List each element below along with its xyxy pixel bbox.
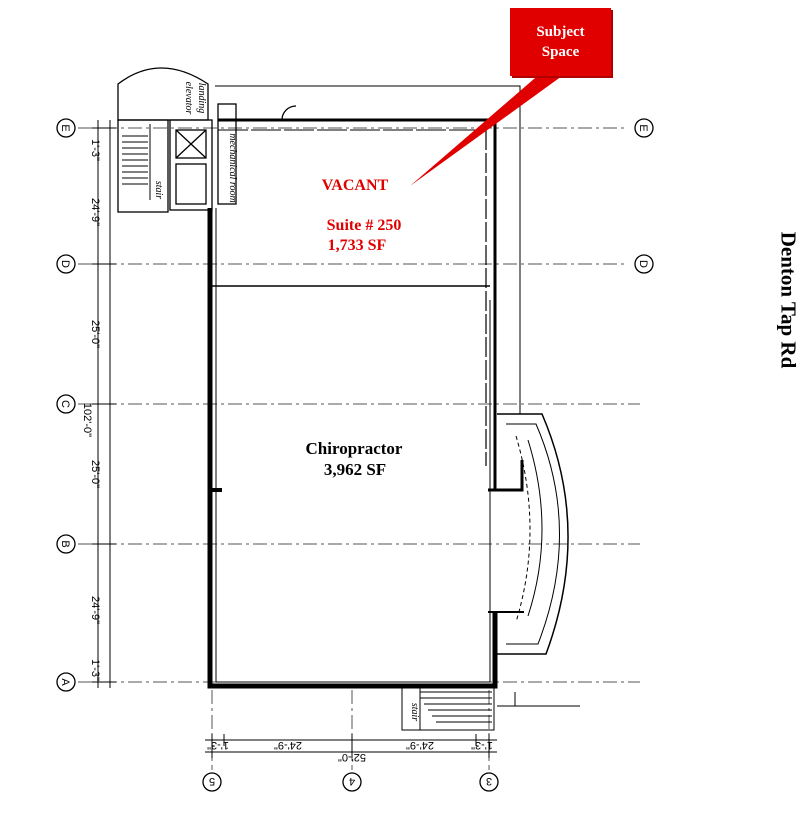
- callout-pointer: [410, 72, 562, 186]
- grid-label-4: 4: [349, 775, 355, 787]
- grid-bubble-e-right: [634, 118, 654, 138]
- suite-number: Suite # 250: [327, 217, 402, 234]
- dim-v-total: 102'-0": [81, 403, 93, 437]
- grid-lines: [78, 127, 640, 770]
- dim-h-1: 1'-3": [207, 739, 229, 751]
- grid-bubble-b: [56, 534, 76, 554]
- callout-line-2: Space: [541, 44, 580, 60]
- dim-v-6: 1'-3": [89, 659, 101, 681]
- tenant-area: 3,962 SF: [324, 460, 386, 479]
- stair-label-upper: stair: [153, 181, 164, 199]
- dim-v-1: 1'-3": [89, 139, 101, 161]
- callout-line-1: Subject: [536, 24, 585, 40]
- stair-treads-upper: [122, 124, 151, 200]
- site-outline: [215, 85, 580, 707]
- vertical-dimension-string: [92, 120, 116, 688]
- dim-h-2: 24'-9": [274, 739, 302, 751]
- grid-bubble-a: [56, 672, 76, 692]
- elevator-label: elevator: [183, 82, 194, 115]
- grid-bubbles: [56, 118, 654, 792]
- grid-label-d-right: D: [637, 260, 649, 268]
- grid-bubble-5: [202, 772, 222, 792]
- grid-bubble-c: [56, 394, 76, 414]
- grid-label-5: 5: [209, 775, 215, 787]
- grid-label-a: A: [59, 678, 71, 686]
- exterior-walls: [207, 118, 524, 689]
- subject-space-callout: Subject Space: [510, 8, 611, 76]
- landing-label: landing: [196, 83, 207, 114]
- dim-v-4: 25'-0": [89, 460, 101, 488]
- curved-entry: [497, 413, 569, 655]
- grid-bubble-d: [56, 254, 76, 274]
- grid-bubble-e: [56, 118, 76, 138]
- grid-label-b: B: [59, 540, 71, 547]
- dim-h-4: 1'-3": [471, 739, 493, 751]
- stair-label-lower: stair: [409, 703, 420, 721]
- grid-bubble-3: [479, 772, 499, 792]
- dim-v-3: 25'-0": [89, 320, 101, 348]
- suite-area: 1,733 SF: [328, 237, 387, 254]
- dim-v-5: 24'-9": [89, 596, 101, 624]
- stair-treads-lower: [401, 687, 495, 731]
- mechanical-room-label: mechanical room: [227, 133, 238, 202]
- street-label: Denton Tap Rd: [776, 231, 801, 369]
- tenant-name: Chiropractor: [306, 439, 403, 458]
- grid-label-c: C: [59, 400, 71, 408]
- dim-h-total: 52'-0": [338, 751, 366, 763]
- grid-bubble-d-right: [634, 254, 654, 274]
- dim-v-2: 24'-9": [89, 198, 101, 226]
- horizontal-dimension-string: [205, 734, 497, 758]
- grid-label-e: E: [59, 124, 71, 131]
- grid-label-3: 3: [486, 775, 492, 787]
- grid-label-e-right: E: [637, 124, 649, 131]
- grid-label-d: D: [59, 260, 71, 268]
- grid-bubble-4: [342, 772, 362, 792]
- vacant-status: VACANT: [322, 177, 389, 194]
- stair-core: [117, 67, 297, 213]
- dim-h-3: 24'-9": [406, 739, 434, 751]
